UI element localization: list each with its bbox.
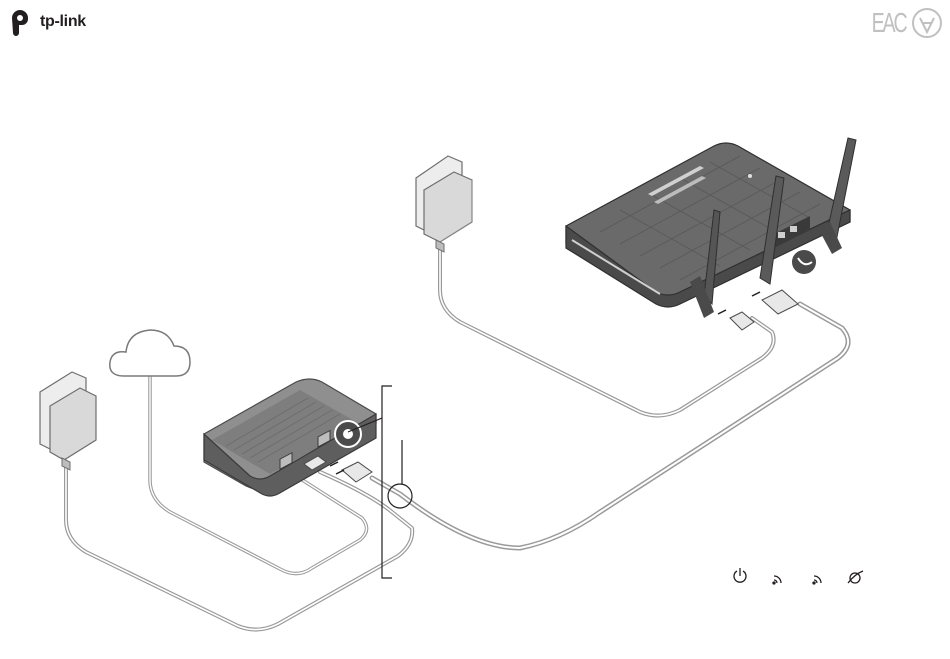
modem-power-adapter — [40, 372, 96, 470]
cloud-icon — [110, 330, 190, 376]
router-led-icons — [726, 566, 876, 590]
router-power-adapter — [416, 156, 472, 252]
router — [566, 138, 856, 330]
wifi-2g-icon — [773, 576, 781, 584]
wifi-5g-icon — [813, 576, 821, 584]
modem — [204, 379, 376, 496]
router-power-button — [791, 249, 817, 275]
internet-icon — [848, 571, 863, 583]
power-icon — [734, 568, 746, 582]
ethernet-cable — [372, 304, 848, 548]
modem-power-cable — [66, 462, 412, 630]
